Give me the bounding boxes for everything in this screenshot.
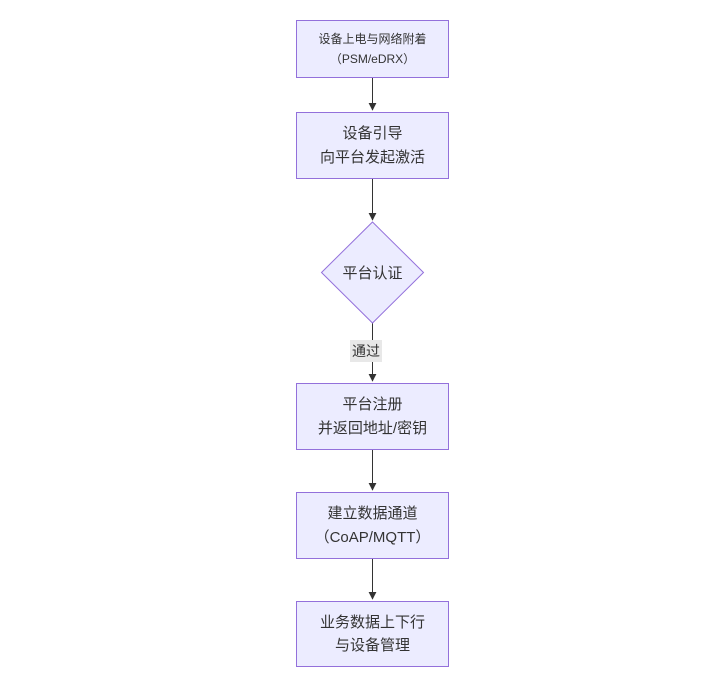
node-text-line: 与设备管理 [334, 637, 410, 654]
node-text-line: （PSM/eDRX） [329, 52, 416, 66]
node-data-channel: 建立数据通道 （CoAP/MQTT） [296, 492, 449, 559]
node-text-line: 平台注册 [342, 396, 403, 414]
node-device-bootstrap: 设备引导 向平台发起激活 [296, 112, 449, 179]
node-text-line: 设备上电与网络附着 [318, 31, 427, 46]
node-text-line: （CoAP/MQTT） [314, 528, 431, 546]
node-text-line: 业务数据上下行 [319, 613, 425, 631]
node-text-line: 平台认证 [342, 265, 403, 282]
decision-diamond-shape [320, 221, 425, 324]
node-platform-register: 平台注册 并返回地址/密钥 [296, 383, 449, 450]
node-text-line: 建立数据通道 [327, 505, 418, 523]
edge-label-pass: 通过 [350, 340, 382, 362]
node-text-line: 向平台发起激活 [319, 148, 425, 166]
node-text-line: 设备引导 [342, 125, 403, 143]
node-text-line: 并返回地址/密钥 [317, 419, 428, 437]
node-business-data: 业务数据上下行 与设备管理 [296, 601, 449, 667]
node-platform-auth-label: 平台认证 [322, 258, 423, 287]
edge-label-text: 通过 [352, 343, 380, 359]
node-power-on-network-attach: 设备上电与网络附着 （PSM/eDRX） [296, 20, 449, 78]
